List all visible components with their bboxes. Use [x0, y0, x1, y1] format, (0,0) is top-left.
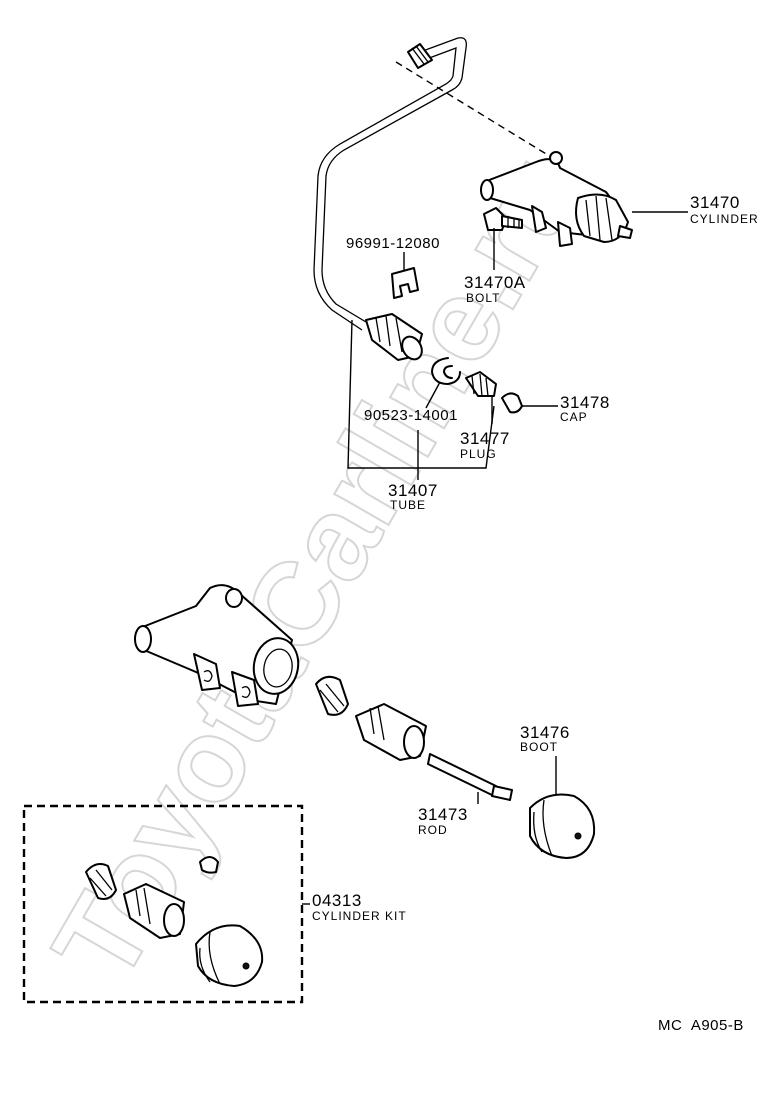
diagram-code: MC A905-B [658, 1017, 744, 1034]
part-number-31470a: 31470A [464, 273, 526, 292]
tube-31407-drawing [313, 37, 467, 361]
part-number-04313: 04313 [312, 891, 362, 910]
part-name-cylinder-kit: CYLINDER KIT [312, 909, 407, 923]
cylinder-kit-contents [85, 856, 310, 987]
clip-96991-drawing [391, 252, 419, 299]
part-number-96991-12080: 96991-12080 [346, 235, 440, 252]
part-number-31470: 31470 [690, 193, 740, 212]
cup-drawing [315, 675, 349, 716]
part-number-90523-14001: 90523-14001 [364, 407, 458, 424]
part-name-rod: ROD [418, 823, 448, 837]
part-number-31477: 31477 [460, 429, 510, 448]
rod-31473-drawing [427, 753, 513, 804]
cylinder-body-drawing [134, 584, 300, 707]
part-number-31407: 31407 [388, 481, 438, 500]
part-name-cylinder: CYLINDER [690, 212, 759, 226]
part-number-31473: 31473 [418, 805, 468, 824]
cylinder-kit-box [22, 804, 304, 1004]
cap-31478-drawing [501, 392, 558, 414]
part-number-31478: 31478 [560, 393, 610, 412]
piston-drawing [355, 703, 427, 761]
part-name-tube: TUBE [390, 498, 426, 512]
part-name-boot: BOOT [520, 740, 558, 754]
watermark-text: ToyotaCarline.ru [28, 133, 607, 1003]
bolt-31470a-drawing [483, 207, 523, 270]
plug-31477-drawing [465, 371, 497, 424]
snap-ring-drawing [425, 357, 461, 409]
cylinder-31470-drawing [480, 151, 688, 247]
dashed-connection [395, 61, 557, 161]
boot-31476-drawing [529, 756, 596, 859]
part-number-31476: 31476 [520, 723, 570, 742]
part-name-bolt: BOLT [466, 291, 500, 305]
part-name-plug: PLUG [460, 447, 497, 461]
part-name-cap: CAP [560, 410, 588, 424]
